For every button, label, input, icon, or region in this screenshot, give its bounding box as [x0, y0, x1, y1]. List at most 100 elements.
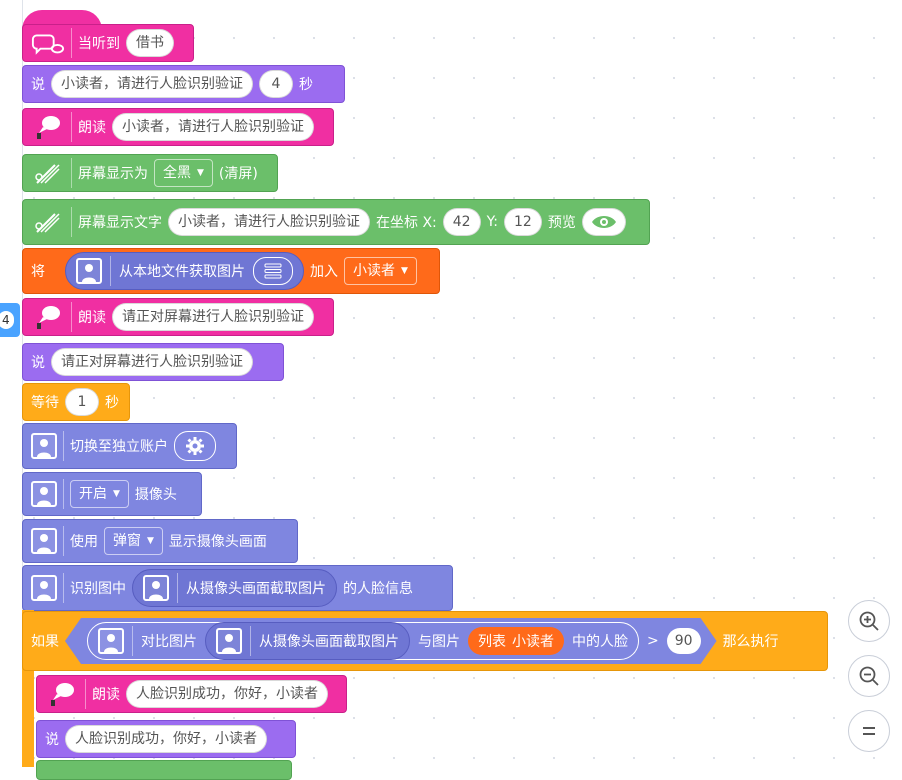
wait-seconds-input[interactable]: 1	[65, 388, 99, 416]
coord-y-label: Y:	[486, 214, 499, 230]
chevron-down-icon: ▼	[401, 266, 408, 276]
display-mode-dropdown[interactable]: 弹窗▼	[104, 527, 163, 555]
use-suffix: 显示摄像头画面	[168, 534, 267, 550]
if-label: 如果	[31, 634, 59, 650]
switch-account-block[interactable]: 切换至独立账户	[22, 423, 237, 469]
threshold-input[interactable]: 90	[667, 628, 701, 654]
fill-dropdown[interactable]: 全黑▼	[154, 159, 213, 187]
read-text-input[interactable]: 小读者，请进行人脸识别验证	[112, 113, 314, 141]
eye-icon[interactable]	[581, 208, 626, 236]
recognize-face-block[interactable]: 识别图中 从摄像头画面截取图片 的人脸信息	[22, 565, 453, 611]
screen-fill-block[interactable]	[36, 760, 292, 780]
wand-icon	[31, 158, 65, 188]
say-block[interactable]: 说 请正对屏幕进行人脸识别验证	[22, 343, 284, 381]
coord-x-label: 在坐标 X:	[376, 215, 437, 231]
separator	[132, 626, 133, 656]
wand-icon	[31, 207, 65, 237]
reset-zoom-button[interactable]	[848, 710, 890, 752]
local-image-label: 从本地文件获取图片	[119, 264, 245, 280]
screen-text-input[interactable]: 小读者，请进行人脸识别验证	[168, 208, 370, 236]
compare-label: 对比图片	[141, 634, 197, 650]
separator	[71, 302, 72, 332]
chevron-down-icon: ▼	[197, 168, 204, 178]
chevron-down-icon: ▼	[147, 536, 154, 546]
separator	[250, 626, 251, 656]
target-list-dropdown[interactable]: 小读者▼	[344, 257, 417, 285]
read-text-input[interactable]: 请正对屏幕进行人脸识别验证	[112, 303, 314, 331]
face-icon	[31, 481, 57, 507]
say-text-input[interactable]: 请正对屏幕进行人脸识别验证	[51, 348, 253, 376]
if-block[interactable]: 如果 对比图片 从摄像头画面截取图片 与图片 列表 小读者 中的人脸 > 90 …	[22, 611, 828, 671]
say-block[interactable]: 说 小读者，请进行人脸识别验证 4 秒	[22, 65, 345, 103]
separator	[110, 256, 111, 286]
say-label: 说	[45, 732, 59, 748]
zoom-in-icon	[859, 611, 879, 631]
read-aloud-block[interactable]: 朗读 请正对屏幕进行人脸识别验证	[22, 298, 334, 336]
separator	[71, 28, 72, 58]
zoom-out-button[interactable]	[848, 655, 890, 697]
speech-clouds-icon	[31, 28, 65, 58]
use-label: 使用	[70, 534, 98, 550]
separator	[85, 679, 86, 709]
gear-icon[interactable]	[174, 431, 216, 461]
set-label: 将	[31, 264, 45, 280]
hear-value-input[interactable]: 借书	[126, 29, 174, 57]
x-input[interactable]: 42	[442, 208, 481, 236]
say-block[interactable]: 说 人脸识别成功，你好，小读者	[36, 720, 296, 758]
read-aloud-block[interactable]: 朗读 小读者，请进行人脸识别验证	[22, 108, 334, 146]
list-icon[interactable]	[253, 257, 293, 285]
screen-text-block[interactable]: 屏幕显示文字 小读者，请进行人脸识别验证 在坐标 X: 42 Y: 12 预览	[22, 199, 650, 245]
speaker-icon	[31, 302, 65, 332]
say-label: 说	[31, 355, 45, 371]
separator	[177, 573, 178, 603]
zoom-in-button[interactable]	[848, 600, 890, 642]
when-hear-block[interactable]: 当听到 借书	[22, 24, 194, 62]
recognize-label: 识别图中	[70, 581, 126, 597]
compare-condition[interactable]: 对比图片 从摄像头画面截取图片 与图片 列表 小读者 中的人脸 > 90	[65, 618, 717, 664]
say-text-input[interactable]: 小读者，请进行人脸识别验证	[51, 70, 253, 98]
read-label: 朗读	[78, 120, 106, 136]
face-icon	[31, 575, 57, 601]
speaker-icon	[31, 112, 65, 142]
face-icon	[216, 628, 242, 654]
separator	[71, 207, 72, 237]
camera-label: 摄像头	[134, 487, 177, 503]
separator	[71, 112, 72, 142]
read-text-input[interactable]: 人脸识别成功，你好，小读者	[126, 680, 328, 708]
face-icon	[31, 433, 57, 459]
list-reporter[interactable]: 列表 小读者	[468, 627, 564, 655]
zoom-out-icon	[859, 666, 879, 686]
separator	[63, 431, 64, 461]
read-label: 朗读	[92, 687, 120, 703]
say-text-input[interactable]: 人脸识别成功，你好，小读者	[65, 725, 267, 753]
compare-image-reporter[interactable]: 对比图片 从摄像头画面截取图片 与图片 列表 小读者 中的人脸	[87, 622, 639, 660]
camera-display-block[interactable]: 使用 弹窗▼ 显示摄像头画面	[22, 519, 298, 563]
recognize-suffix: 的人脸信息	[343, 581, 413, 597]
with-image-label: 与图片	[418, 634, 460, 650]
wait-block[interactable]: 等待 1 秒	[22, 383, 130, 421]
side-badge[interactable]: 4	[0, 303, 20, 337]
speaker-icon	[45, 679, 79, 709]
camera-state-dropdown[interactable]: 开启▼	[70, 480, 129, 508]
face-icon	[76, 258, 102, 284]
camera-block[interactable]: 开启▼ 摄像头	[22, 472, 202, 516]
seconds-label: 秒	[299, 77, 313, 93]
screen-fill-label: 屏幕显示为	[78, 166, 148, 182]
separator	[63, 526, 64, 556]
wait-unit: 秒	[105, 395, 119, 411]
separator	[71, 158, 72, 188]
say-seconds-input[interactable]: 4	[259, 70, 293, 98]
read-label: 朗读	[78, 310, 106, 326]
screen-fill-block[interactable]: 屏幕显示为 全黑▼ (清屏)	[22, 154, 278, 192]
separator	[63, 573, 64, 603]
operator-label: >	[647, 633, 659, 649]
read-aloud-block[interactable]: 朗读 人脸识别成功，你好，小读者	[36, 675, 347, 713]
y-input[interactable]: 12	[504, 208, 542, 236]
screen-fill-suffix: (清屏)	[218, 166, 258, 182]
capture-image-reporter[interactable]: 从摄像头画面截取图片	[205, 622, 410, 660]
local-image-reporter[interactable]: 从本地文件获取图片	[65, 252, 304, 290]
capture-image-reporter[interactable]: 从摄像头画面截取图片	[132, 569, 337, 607]
set-image-block[interactable]: 将 从本地文件获取图片 加入 小读者▼	[22, 248, 440, 294]
capture-label: 从摄像头画面截取图片	[259, 634, 399, 650]
switch-label: 切换至独立账户	[70, 439, 168, 455]
